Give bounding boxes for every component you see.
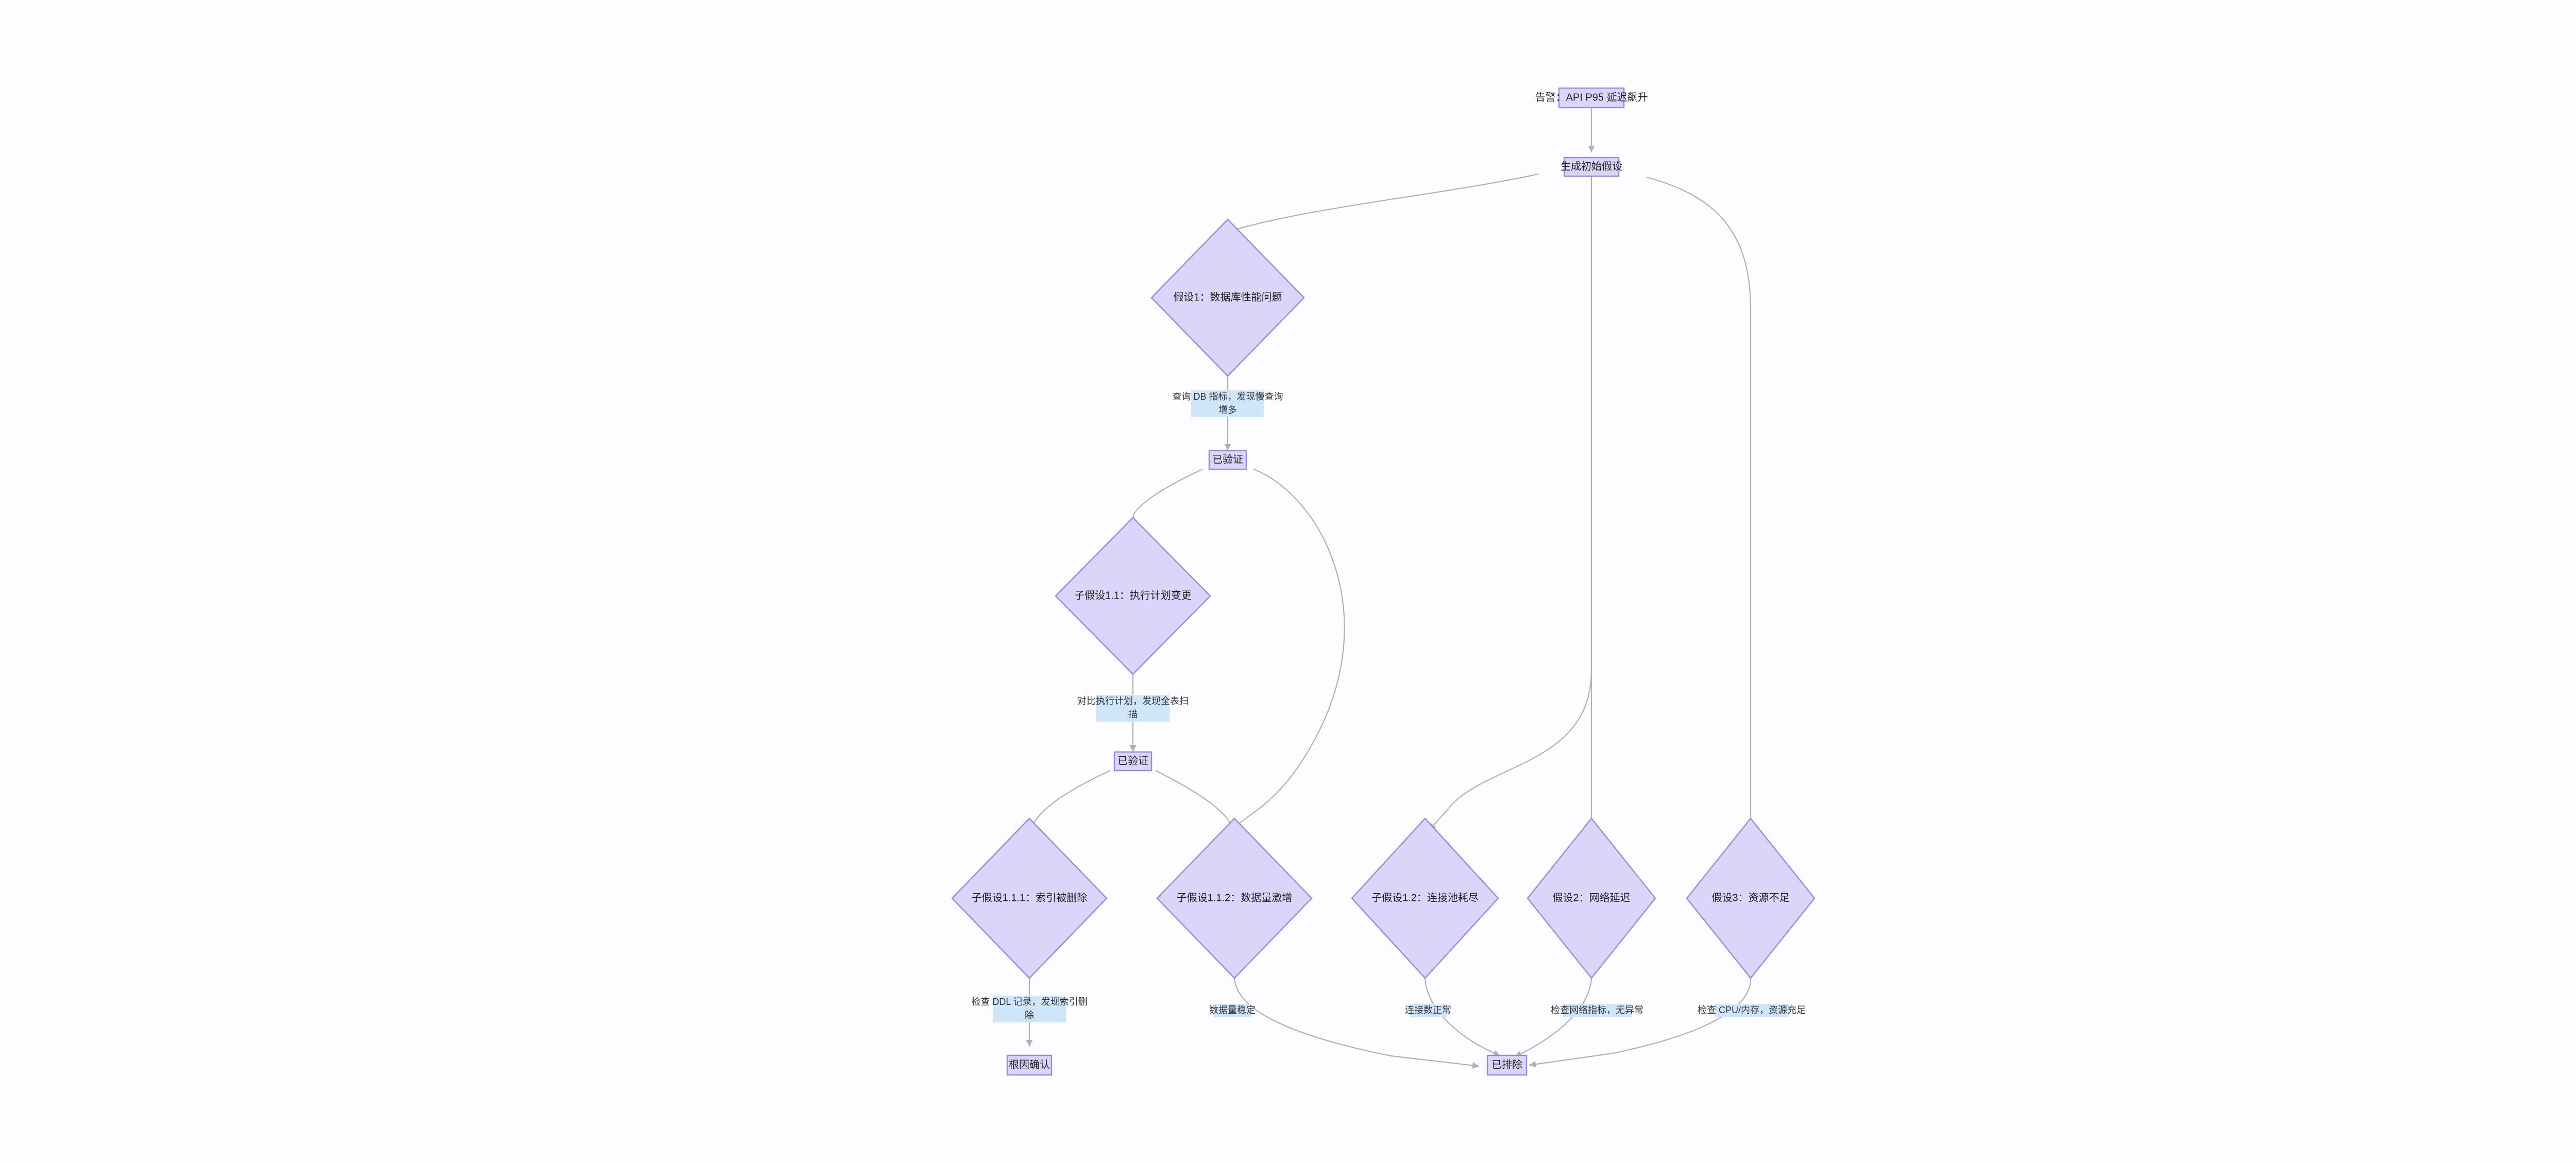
node-sh11[interactable]: 子假设1.1：执行计划变更	[1055, 517, 1211, 675]
edge-label-el-stable: 数据量稳定	[1209, 1004, 1256, 1017]
edge-genhyp-to-sh12	[1429, 176, 1592, 831]
nodes-layer: 告警：API P95 延迟飙升生成初始假设假设1：数据库性能问题已验证子假设1.…	[951, 87, 1816, 1076]
node-rootcause[interactable]: 根因确认	[1006, 1054, 1053, 1076]
edge-label-text: 连接数正常	[1405, 1005, 1451, 1015]
arrow-head-icon	[1493, 1050, 1500, 1056]
node-v1[interactable]: 已验证	[1208, 450, 1247, 470]
node-label: 假设3：资源不足	[1711, 892, 1789, 903]
arrow-head-icon	[1472, 1062, 1479, 1069]
arrow-head-icon	[1224, 444, 1231, 451]
edge-label-text: 查询 DB 指标，发现慢查询	[1172, 391, 1283, 402]
node-label: 生成初始假设	[1561, 160, 1622, 172]
edge-h2-to-excluded	[1514, 978, 1592, 1057]
edge-label-text: 数据量稳定	[1209, 1005, 1256, 1015]
arrow-head-icon	[1129, 745, 1137, 752]
node-alert[interactable]: 告警：API P95 延迟飙升	[1535, 87, 1648, 109]
node-label: 告警：API P95 延迟飙升	[1535, 91, 1648, 103]
edge-sh112-to-excluded	[1233, 978, 1480, 1067]
node-h3[interactable]: 假设3：资源不足	[1686, 817, 1816, 979]
arrow-head-icon	[1529, 1061, 1536, 1068]
node-h2[interactable]: 假设2：网络延迟	[1527, 817, 1656, 979]
node-genhyp[interactable]: 生成初始假设	[1561, 157, 1622, 177]
node-v11[interactable]: 已验证	[1113, 751, 1153, 772]
edge-label-text: 对比执行计划，发现全表扫	[1077, 696, 1189, 706]
node-h1[interactable]: 假设1：数据库性能问题	[1150, 218, 1305, 377]
node-label: 假设1：数据库性能问题	[1173, 291, 1282, 303]
edge-label-text: 描	[1128, 709, 1138, 720]
edge-genhyp-to-h1	[1227, 173, 1539, 237]
node-excluded[interactable]: 已排除	[1486, 1054, 1528, 1076]
node-sh112[interactable]: 子假设1.1.2：数据量激增	[1156, 817, 1313, 979]
edge-label-text: 增多	[1218, 405, 1237, 415]
node-label: 根因确认	[1009, 1058, 1050, 1070]
node-label: 子假设1.1.2：数据量激增	[1177, 892, 1292, 903]
edge-h3-to-excluded	[1529, 978, 1752, 1066]
edge-genhyp-to-h3	[1646, 176, 1752, 830]
edge-label-text: 检查 DDL 记录，发现索引删	[971, 997, 1087, 1007]
edge-label-el-net: 检查网络指标，无异常	[1551, 1004, 1643, 1017]
node-label: 已验证	[1212, 453, 1243, 465]
node-label: 子假设1.1.1：索引被删除	[972, 892, 1087, 903]
node-label: 假设2：网络延迟	[1552, 892, 1630, 903]
edge-label-text: 检查网络指标，无异常	[1551, 1005, 1643, 1015]
node-label: 子假设1.1：执行计划变更	[1074, 589, 1192, 601]
edge-label-el-cpu: 检查 CPU/内存，资源充足	[1698, 1004, 1806, 1017]
node-sh111[interactable]: 子假设1.1.1：索引被删除	[951, 817, 1108, 979]
node-sh12[interactable]: 子假设1.2：连接池耗尽	[1351, 817, 1499, 979]
edge-label-text: 检查 CPU/内存，资源充足	[1698, 1005, 1806, 1015]
node-label: 已验证	[1117, 755, 1148, 766]
node-label: 子假设1.2：连接池耗尽	[1371, 892, 1479, 903]
edge-label-text: 除	[1025, 1010, 1034, 1020]
arrow-head-icon	[1026, 1040, 1033, 1047]
edge-v1-to-sh11	[1132, 469, 1203, 535]
edge-v1-to-sh112	[1233, 468, 1345, 836]
arrow-head-icon	[1588, 146, 1595, 152]
edge-sh12-to-excluded	[1424, 978, 1501, 1057]
node-label: 已排除	[1492, 1058, 1522, 1070]
edge-label-el-conn: 连接数正常	[1405, 1004, 1451, 1017]
